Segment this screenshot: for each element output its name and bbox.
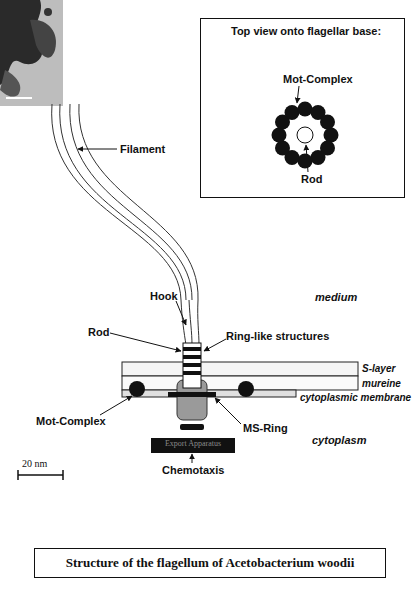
part-label: Filament bbox=[120, 143, 165, 155]
layer-label: mureine bbox=[362, 378, 401, 389]
mot-complex-symbol bbox=[272, 128, 287, 143]
part-label: Ring-like structures bbox=[226, 330, 329, 342]
export-apparatus-box: Export Apparatus bbox=[151, 438, 235, 453]
part-label: Mot-Complex bbox=[283, 73, 353, 85]
top-view-box: Top view onto flagellar base: Mot-Complex… bbox=[200, 18, 405, 198]
rod-symbol bbox=[297, 127, 313, 143]
top-view-ring bbox=[272, 102, 339, 169]
mot-complex-symbol bbox=[129, 381, 145, 397]
part-label: Mot-Complex bbox=[36, 415, 106, 427]
part-label: Rod bbox=[301, 173, 322, 185]
basal-body bbox=[168, 343, 216, 430]
filament-drawing bbox=[52, 104, 199, 345]
cell-envelope bbox=[122, 362, 358, 397]
mot-complex-symbol bbox=[320, 115, 335, 130]
title-box: Structure of the flagellum of Acetobacte… bbox=[34, 548, 386, 578]
part-label: MS-Ring bbox=[243, 422, 288, 434]
mot-complex-symbol bbox=[311, 150, 326, 165]
box-label: Export Apparatus bbox=[151, 440, 235, 449]
scale-bar bbox=[18, 470, 63, 480]
leader-lines bbox=[78, 86, 308, 463]
mot-complex-symbol bbox=[238, 381, 254, 397]
layer-label: cytoplasmic membrane bbox=[300, 392, 411, 403]
micrograph bbox=[0, 0, 63, 106]
mot-complex-symbol bbox=[275, 141, 290, 156]
scale-label: 20 nm bbox=[22, 458, 47, 469]
part-label: Hook bbox=[150, 290, 178, 302]
mot-complex-symbol bbox=[324, 128, 339, 143]
diagram-title: Structure of the flagellum of Acetobacte… bbox=[35, 555, 385, 571]
process-label: Chemotaxis bbox=[162, 464, 224, 476]
mot-complex-symbol bbox=[298, 154, 313, 169]
region-label: medium bbox=[315, 291, 357, 303]
region-label: cytoplasm bbox=[312, 434, 366, 446]
box-heading: Top view onto flagellar base: bbox=[231, 25, 381, 37]
mot-complex-symbol bbox=[285, 105, 300, 120]
part-label: Rod bbox=[88, 326, 109, 338]
layer-label: S-layer bbox=[362, 363, 395, 374]
mot-complex-symbol bbox=[298, 102, 313, 117]
